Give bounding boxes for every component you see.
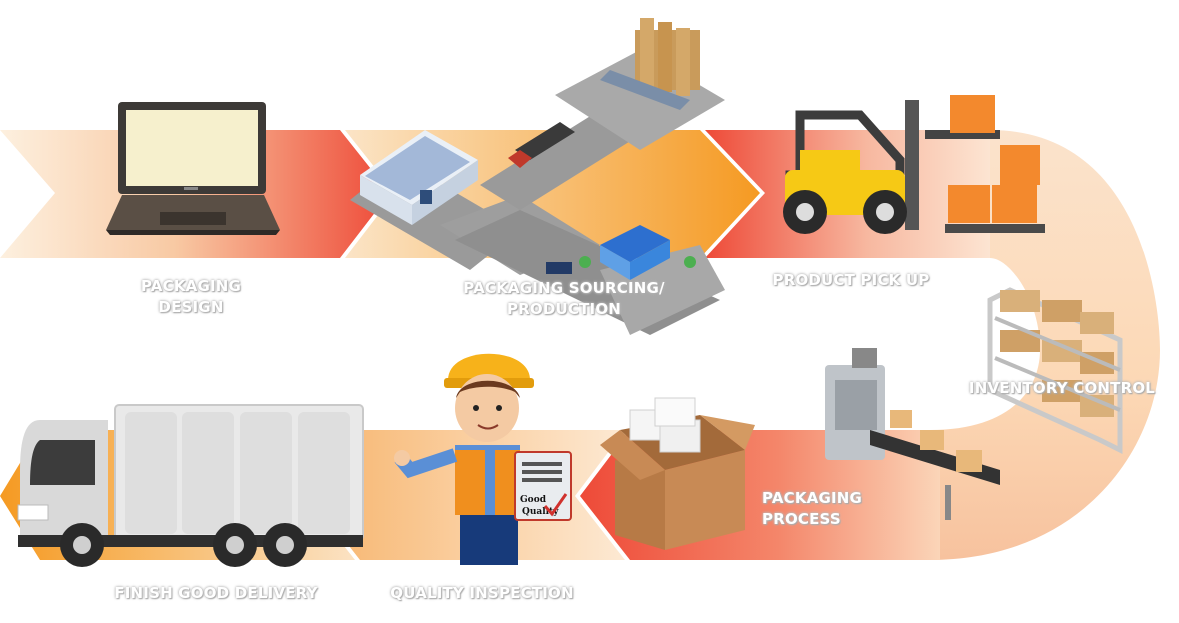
- clipboard-text-line1: Good: [520, 495, 547, 505]
- label-packaging-sourcing: PACKAGING SOURCING/ PRODUCTION: [449, 278, 679, 320]
- open-box-icon: [600, 397, 755, 550]
- laptop-icon: [106, 102, 280, 235]
- packing-machine-icon: [825, 348, 1000, 520]
- label-packaging-design: PACKAGING DESIGN: [131, 276, 251, 318]
- label-finish-good-delivery: FINISH GOOD DELIVERY: [96, 583, 336, 604]
- label-line: INVENTORY CONTROL: [968, 379, 1156, 397]
- inspector-icon: Good Quality: [394, 353, 572, 565]
- label-line: FINISH GOOD DELIVERY: [114, 584, 318, 602]
- label-quality-inspection: QUALITY INSPECTION: [372, 583, 592, 604]
- label-line: PRODUCTION: [506, 300, 622, 318]
- label-line: PACKAGING SOURCING/: [463, 279, 665, 297]
- forklift-icon: [783, 95, 1045, 234]
- label-line: PACKAGING: [140, 277, 242, 295]
- label-product-pick-up: PRODUCT PICK UP: [756, 270, 946, 291]
- label-line: PROCESS: [762, 510, 841, 528]
- delivery-truck-icon: [17, 404, 364, 567]
- warehouse-map-icon: [350, 18, 725, 335]
- label-line: PACKAGING: [762, 489, 863, 507]
- clipboard-text-line2: Quality: [522, 507, 559, 517]
- label-packaging-process: PACKAGING PROCESS: [762, 488, 892, 530]
- label-inventory-control: INVENTORY CONTROL: [951, 378, 1173, 399]
- shelving-icon: [987, 287, 1123, 455]
- label-line: DESIGN: [158, 298, 224, 316]
- label-line: QUALITY INSPECTION: [390, 584, 574, 602]
- label-line: PRODUCT PICK UP: [772, 271, 930, 289]
